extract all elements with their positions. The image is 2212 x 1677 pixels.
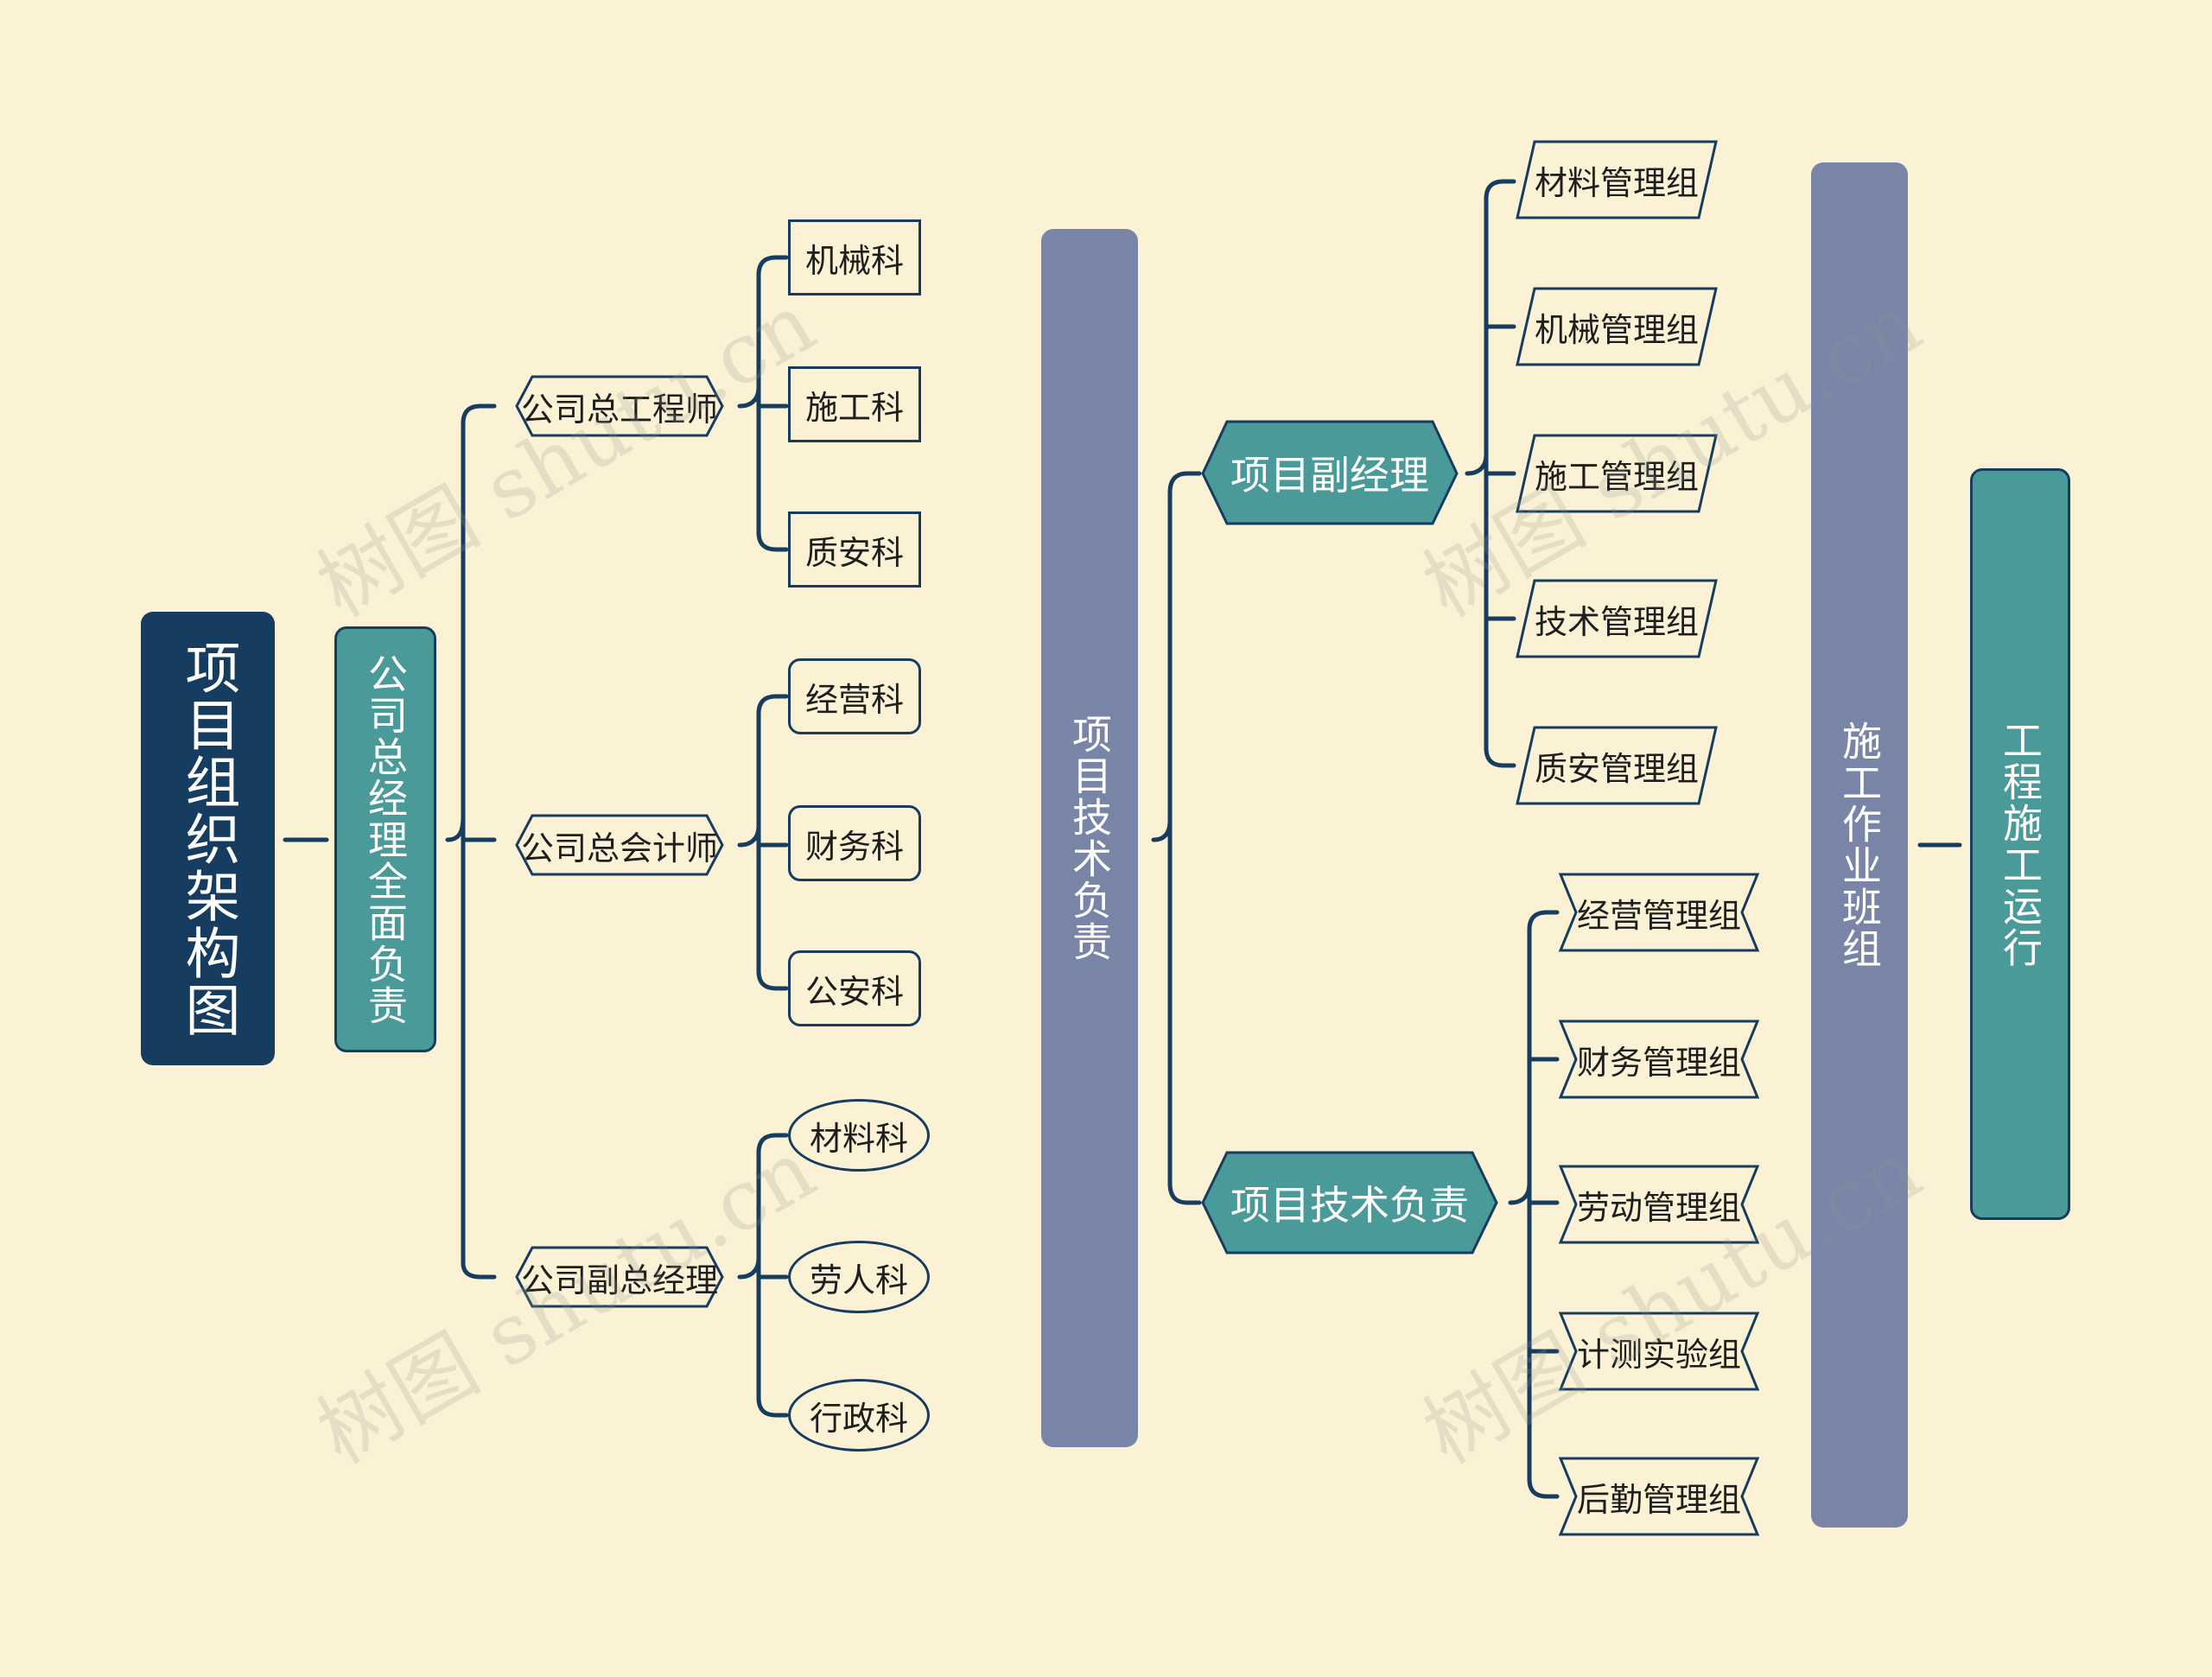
dept-labor[interactable]: 劳人科 <box>788 1241 930 1313</box>
group-label: 财务管理组 <box>1576 1043 1741 1082</box>
general-manager-label: 公司总经理全面负责 <box>362 652 409 1026</box>
bracket-branch-1 <box>737 255 789 552</box>
project-deputy-node[interactable]: 项目副经理 <box>1203 422 1457 524</box>
general-manager-node[interactable]: 公司总经理全面负责 <box>334 626 436 1052</box>
group-label: 经营管理组 <box>1576 896 1741 935</box>
dept-construction[interactable]: 施工科 <box>788 366 921 442</box>
dept-safety[interactable]: 质安科 <box>788 511 921 588</box>
deputy-group-shape-1 <box>1516 140 1718 219</box>
dept-label: 经营科 <box>804 680 904 719</box>
bracket-gm <box>445 403 497 1280</box>
dept-label: 行政科 <box>809 1399 908 1438</box>
tech-group-shape-1 <box>1558 873 1760 952</box>
deputy-group-4[interactable]: 技术管理组 <box>1517 581 1716 657</box>
dept-label: 材料科 <box>809 1119 908 1158</box>
tech-group-shape-4 <box>1558 1312 1760 1391</box>
root-label: 项目组织架构图 <box>175 638 240 1039</box>
deputy-shape <box>1201 420 1459 525</box>
group-label: 技术管理组 <box>1534 602 1699 641</box>
deputy-group-5[interactable]: 质安管理组 <box>1517 727 1716 804</box>
deputy-group-2[interactable]: 机械管理组 <box>1517 289 1716 365</box>
group-label: 后勤管理组 <box>1576 1480 1741 1519</box>
dept-label: 公安科 <box>804 972 904 1011</box>
group-label: 质安管理组 <box>1534 749 1699 788</box>
deputy-group-shape-2 <box>1516 287 1718 366</box>
branch-1-node[interactable]: 公司总工程师 <box>517 377 722 435</box>
branch-3-shape <box>515 1246 724 1308</box>
dept-materials[interactable]: 材料科 <box>788 1099 930 1172</box>
tech-group-4[interactable]: 计测实验组 <box>1560 1313 1758 1389</box>
deputy-group-1[interactable]: 材料管理组 <box>1517 142 1716 218</box>
dept-label: 劳人科 <box>809 1261 908 1299</box>
branch-1-shape <box>515 375 724 437</box>
deputy-group-shape-4 <box>1516 579 1718 658</box>
bracket-deputy <box>1465 179 1516 768</box>
dept-public-security[interactable]: 公安科 <box>788 950 921 1026</box>
operation-label: 工程施工运行 <box>1997 720 2044 969</box>
dept-label: 机械科 <box>804 241 904 280</box>
group-label: 机械管理组 <box>1534 310 1699 349</box>
tech-lead-node[interactable]: 项目技术负责 <box>1041 229 1138 1447</box>
bracket-project-tech <box>1508 910 1560 1499</box>
project-tech-label: 项目技术负责 <box>1230 1182 1469 1229</box>
branch-2-node[interactable]: 公司总会计师 <box>517 816 722 874</box>
root-node[interactable]: 项目组织架构图 <box>141 612 275 1065</box>
group-label: 施工管理组 <box>1534 457 1699 496</box>
work-teams-node[interactable]: 施工作业班组 <box>1811 162 1908 1528</box>
dept-label: 财务科 <box>804 827 904 866</box>
project-tech-node[interactable]: 项目技术负责 <box>1203 1153 1497 1253</box>
bracket-branch-3 <box>737 1133 789 1418</box>
tech-group-5[interactable]: 后勤管理组 <box>1560 1458 1758 1534</box>
tech-group-2[interactable]: 财务管理组 <box>1560 1021 1758 1097</box>
tech-group-1[interactable]: 经营管理组 <box>1560 874 1758 950</box>
deputy-group-shape-5 <box>1516 726 1718 805</box>
branch-3-label: 公司副总经理 <box>520 1261 718 1299</box>
dept-finance[interactable]: 财务科 <box>788 805 921 881</box>
dept-mechanical[interactable]: 机械科 <box>788 219 921 295</box>
dept-business[interactable]: 经营科 <box>788 658 921 734</box>
work-teams-label: 施工作业班组 <box>1836 721 1883 969</box>
tech-group-3[interactable]: 劳动管理组 <box>1560 1166 1758 1242</box>
operation-node[interactable]: 工程施工运行 <box>1970 468 2070 1220</box>
project-deputy-label: 项目副经理 <box>1230 452 1429 499</box>
bracket-branch-2 <box>737 694 789 991</box>
deputy-group-3[interactable]: 施工管理组 <box>1517 435 1716 511</box>
dept-admin[interactable]: 行政科 <box>788 1379 930 1451</box>
branch-3-node[interactable]: 公司副总经理 <box>517 1248 722 1306</box>
dept-label: 施工科 <box>804 388 904 427</box>
project-tech-shape <box>1201 1151 1498 1255</box>
tech-group-shape-3 <box>1558 1165 1760 1244</box>
group-label: 劳动管理组 <box>1576 1188 1741 1227</box>
group-label: 计测实验组 <box>1576 1335 1741 1374</box>
dept-label: 质安科 <box>804 533 904 572</box>
tech-lead-label: 项目技术负责 <box>1066 714 1113 962</box>
deputy-group-shape-3 <box>1516 434 1718 513</box>
bracket-tech-lead <box>1151 471 1202 1205</box>
tech-group-shape-2 <box>1558 1020 1760 1099</box>
tech-group-shape-5 <box>1558 1457 1760 1536</box>
branch-2-label: 公司总会计师 <box>520 829 718 867</box>
branch-1-label: 公司总工程师 <box>520 390 718 429</box>
branch-2-shape <box>515 814 724 876</box>
group-label: 材料管理组 <box>1534 163 1699 202</box>
